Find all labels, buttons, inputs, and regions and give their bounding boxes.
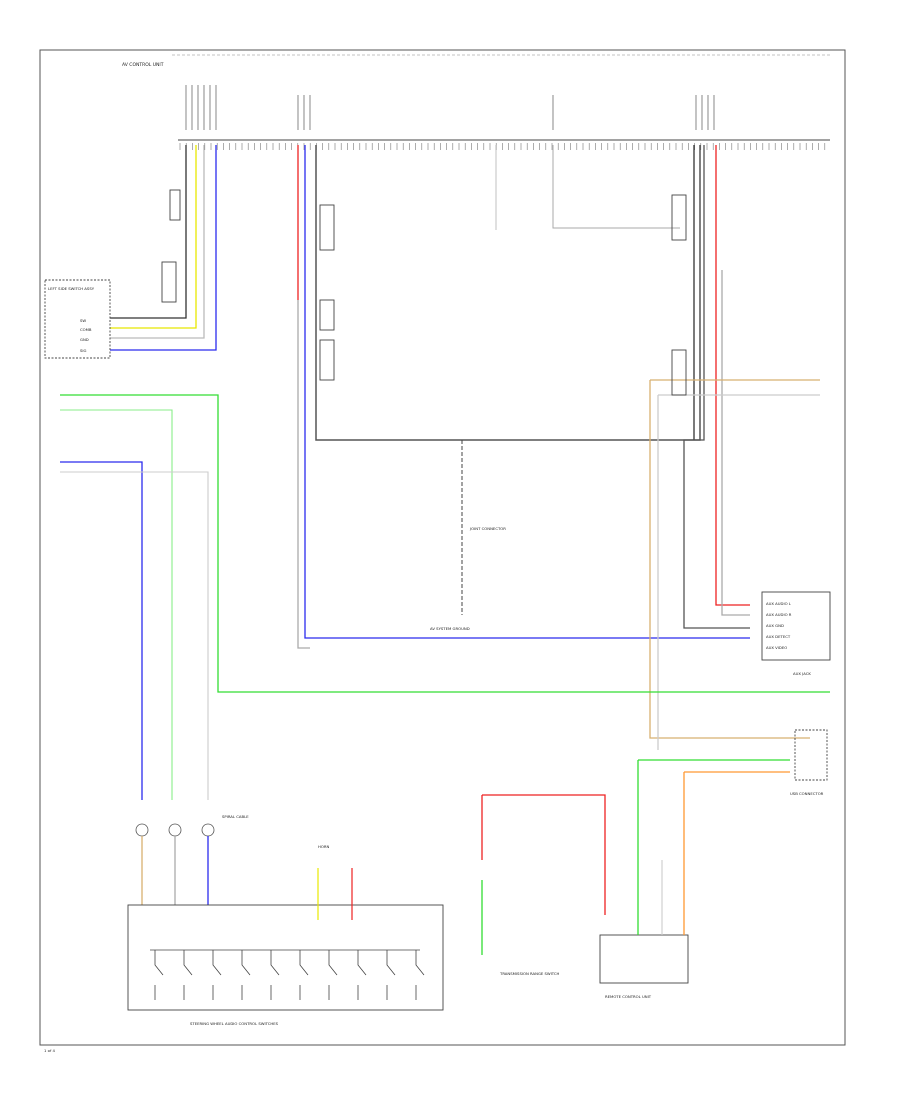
switch-icon	[241, 950, 251, 1000]
top-unit-label: AV CONTROL UNIT	[122, 62, 164, 68]
ground-ref-label: AV SYSTEM GROUND	[430, 626, 470, 631]
aux-row-3: AUX GND	[766, 623, 784, 628]
green-spiral-wire	[60, 409, 173, 800]
left-upper-connector	[169, 189, 181, 221]
steering-switch-contacts	[150, 949, 425, 1000]
center-connector-3	[319, 339, 335, 381]
spiral-lower-wires	[141, 836, 209, 905]
junction-label: JOINT CONNECTOR	[469, 526, 506, 531]
transmission-label: TRANSMISSION RANGE SWITCH	[499, 971, 560, 976]
page-id: 1 of 4	[44, 1048, 55, 1053]
switch-icon	[299, 950, 309, 1000]
right-connector-1	[671, 194, 687, 241]
center-gray-lead	[552, 145, 680, 229]
diagram-frame	[39, 49, 846, 1046]
left-switch-box	[44, 279, 111, 359]
switch-icon	[212, 950, 222, 1000]
left-inline-connector	[161, 261, 177, 303]
trans-red-wire	[482, 794, 606, 915]
aux-row-5: AUX VIDEO	[766, 645, 787, 650]
switch-icon	[154, 950, 164, 1000]
left-pin-sw: SW	[80, 318, 86, 323]
switch-icon	[415, 950, 425, 1000]
steering-switch-box	[127, 904, 444, 1011]
steering-switch-label: STEERING WHEEL AUDIO CONTROL SWITCHES	[190, 1021, 279, 1026]
center-connector-2	[319, 299, 335, 331]
blue-spiral-wire	[60, 461, 143, 800]
switch-icon	[328, 950, 338, 1000]
left-pin-comb: COMB	[80, 327, 92, 332]
remote-unit-label: REMOTE CONTROL UNIT	[605, 994, 652, 999]
right-bundle-wires	[649, 145, 820, 750]
spiral-cable-connectors	[135, 823, 215, 837]
usb-connector-label: USB CONNECTOR	[790, 791, 824, 796]
aux-row-2: AUX AUDIO R	[766, 612, 792, 617]
switch-icon	[270, 950, 280, 1000]
switch-icon	[386, 950, 396, 1000]
switch-icon	[357, 950, 367, 1000]
left-pin-sig: SIG	[80, 348, 87, 353]
usb-connector-box	[794, 729, 828, 781]
center-left-wires	[297, 145, 750, 649]
right-connector-2	[671, 349, 687, 396]
green-long-wire	[60, 394, 830, 693]
aux-connector-box	[761, 591, 831, 661]
horn-label: HORN	[318, 844, 329, 849]
left-switch-wires	[110, 145, 217, 351]
center-connector-1	[319, 204, 335, 251]
aux-jack-label: AUX JACK	[793, 671, 811, 676]
aux-row-4: AUX DETECT	[766, 634, 791, 639]
top-vertical-labels	[185, 85, 715, 130]
left-pin-gnd: GND	[80, 337, 89, 342]
switch-icon	[183, 950, 193, 1000]
left-switch-label: LEFT SIDE SWITCH ASSY	[48, 286, 95, 291]
top-connector-pins	[179, 143, 826, 150]
aux-row-1: AUX AUDIO L	[766, 601, 792, 606]
spiral-cable-label: SPIRAL CABLE	[222, 814, 249, 819]
remote-unit-box	[599, 934, 689, 984]
gray-spiral-wire	[60, 471, 209, 800]
